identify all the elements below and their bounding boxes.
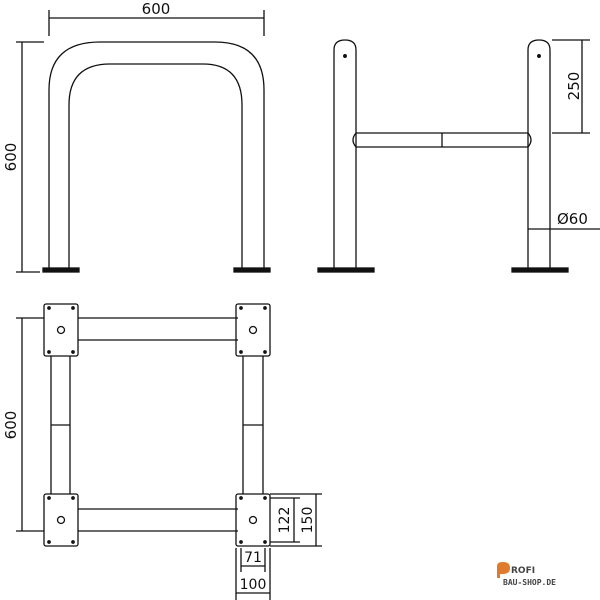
front-frame-outer (48, 41, 265, 270)
dim-plate-hole-spacing: 71 (244, 550, 262, 566)
front-view (16, 10, 271, 273)
side-crossbar (352, 132, 532, 148)
dim-plate-outer: 150 (300, 507, 316, 534)
dim-plate-inner: 122 (277, 507, 293, 534)
side-foot-left (317, 267, 375, 273)
logo-mark-icon (497, 562, 510, 578)
dim-front-height: 600 (2, 143, 20, 172)
front-foot-right (233, 267, 271, 273)
side-post-right (527, 39, 551, 270)
dim-plan-height: 600 (2, 411, 20, 440)
side-foot-right (511, 267, 569, 273)
profi-logo: ROFI BAU-SHOP.DE (497, 562, 556, 587)
dim-front-width: 600 (142, 0, 171, 18)
dim-side-upper-height: 250 (565, 72, 583, 101)
side-view (317, 39, 600, 273)
plan-plate-tl (43, 303, 79, 357)
logo-line1: ROFI (511, 566, 535, 576)
plan-plate-br (235, 493, 271, 547)
side-post-left (333, 39, 357, 270)
logo-line2: BAU-SHOP.DE (503, 578, 556, 587)
plan-plate-bl (43, 493, 79, 547)
front-foot-left (42, 267, 80, 273)
plan-plate-tr (235, 303, 271, 357)
dim-tube-diameter: Ø60 (557, 210, 588, 228)
dim-plate-width: 100 (240, 577, 267, 593)
plan-view (16, 303, 322, 600)
front-frame-inner (68, 63, 243, 270)
